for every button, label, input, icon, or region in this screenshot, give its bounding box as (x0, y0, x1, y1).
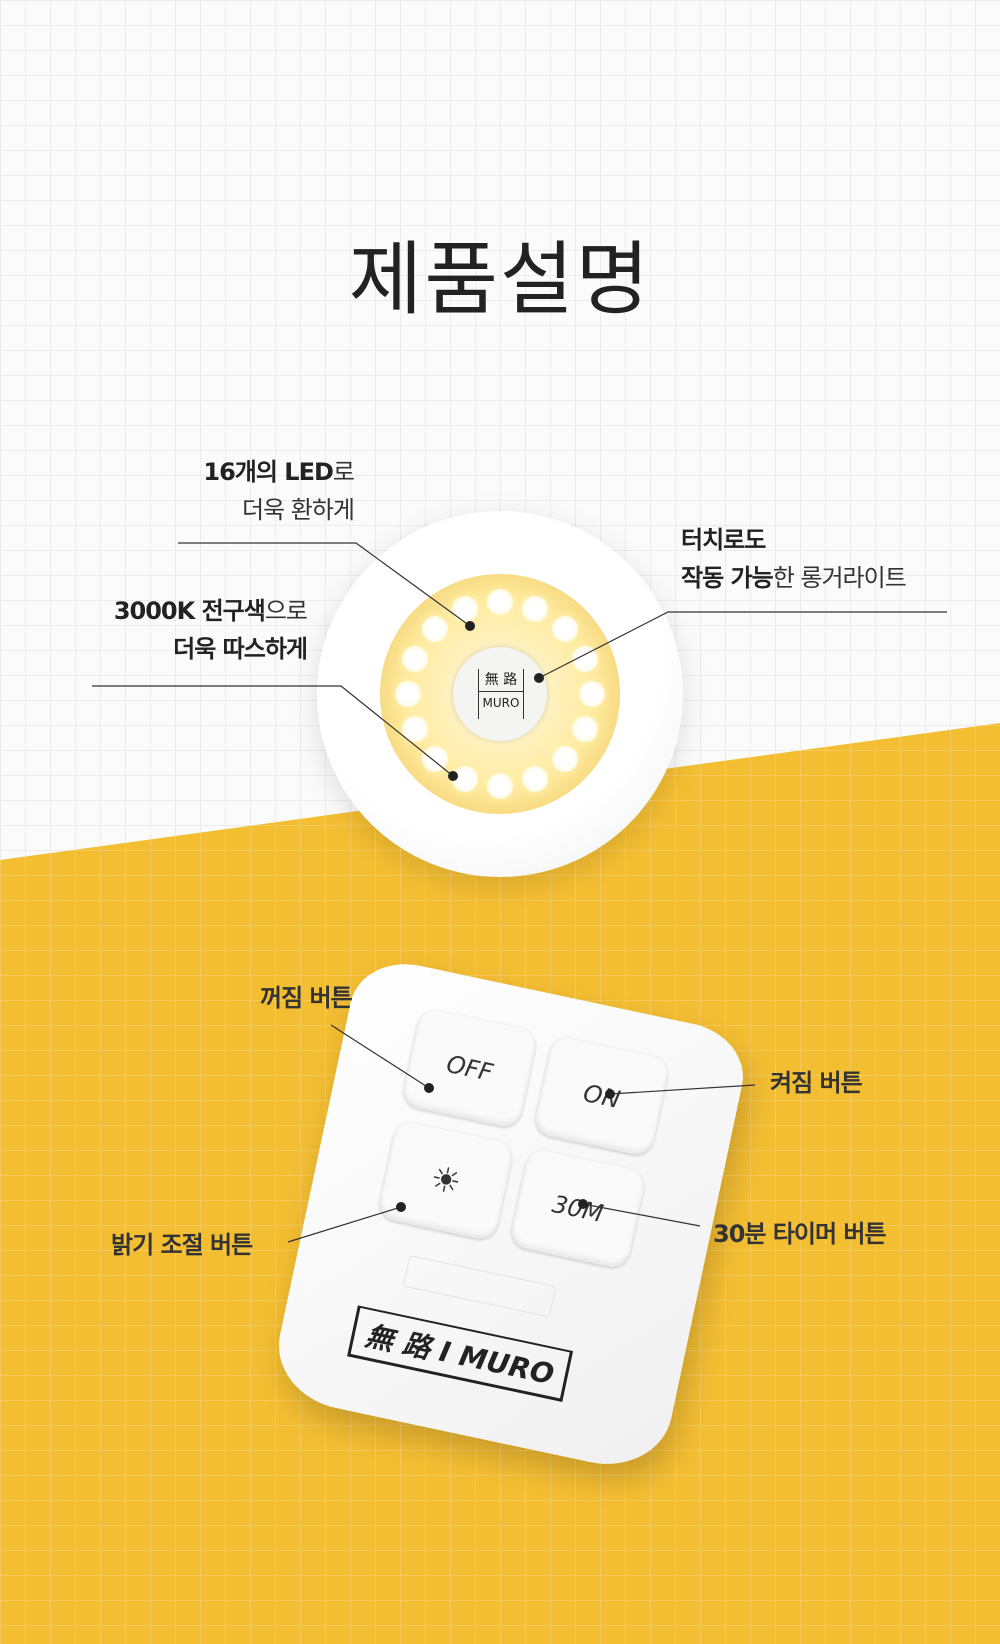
callout-line-off (330, 1024, 430, 1089)
callout-line-touch (538, 611, 947, 679)
page-title: 제품설명 (348, 233, 652, 326)
label-color: 3000K 전구색으로 더욱 따스하게 (113, 592, 308, 668)
label-touch-bold: 작동 가능 (681, 564, 774, 592)
led-bulb (552, 615, 579, 642)
led-bulb (421, 615, 448, 642)
callout-dot-color (448, 771, 458, 781)
label-led-bold: 16개의 LED (203, 458, 334, 486)
callout-dot-brightness (396, 1202, 406, 1212)
label-timer: 30분 타이머 버튼 (713, 1220, 887, 1248)
touch-center: 無 路 MURO (453, 647, 547, 741)
muro-logo: 無 路 MURO (478, 669, 524, 719)
callout-line-color (92, 685, 454, 777)
led-bulb (451, 596, 478, 622)
callout-dot-led (465, 621, 475, 631)
callout-line-on (609, 1084, 756, 1095)
led-bulb (487, 773, 513, 799)
label-touch-line1: 터치로도 (681, 526, 766, 554)
callout-line-timer (582, 1203, 701, 1227)
led-bulb (522, 765, 549, 792)
led-bulb (571, 716, 598, 743)
label-touch-rest: 한 롱거라이트 (772, 564, 907, 592)
label-color-bold: 3000K 전구색 (113, 597, 266, 625)
label-led-line2: 더욱 환하게 (241, 496, 355, 524)
label-color-line2: 더욱 따스하게 (173, 635, 308, 663)
led-bulb (552, 746, 579, 773)
led-bulb (487, 589, 513, 615)
label-on: 켜짐 버튼 (770, 1069, 863, 1097)
callout-line-brightness (287, 1206, 402, 1243)
callout-dot-on (605, 1089, 615, 1099)
led-bulb (402, 645, 428, 672)
logo-latin: MURO (479, 691, 523, 714)
label-off: 꺼짐 버튼 (260, 984, 353, 1012)
led-bulb (522, 596, 549, 622)
led-bulb (579, 681, 605, 707)
callout-dot-off (424, 1083, 434, 1093)
label-touch: 터치로도 작동 가능한 롱거라이트 (681, 521, 907, 597)
callout-line-led (178, 542, 471, 627)
led-bulb (395, 681, 421, 707)
label-led: 16개의 LED로 더욱 환하게 (203, 453, 355, 529)
label-led-rest: 로 (332, 458, 355, 486)
label-brightness: 밝기 조절 버튼 (111, 1231, 253, 1259)
push-light-image: 無 路 MURO (317, 511, 683, 877)
callout-dot-touch (534, 673, 544, 683)
label-color-rest: 으로 (264, 597, 308, 625)
callout-dot-timer (578, 1199, 588, 1209)
logo-hanja: 無 路 (484, 672, 518, 688)
